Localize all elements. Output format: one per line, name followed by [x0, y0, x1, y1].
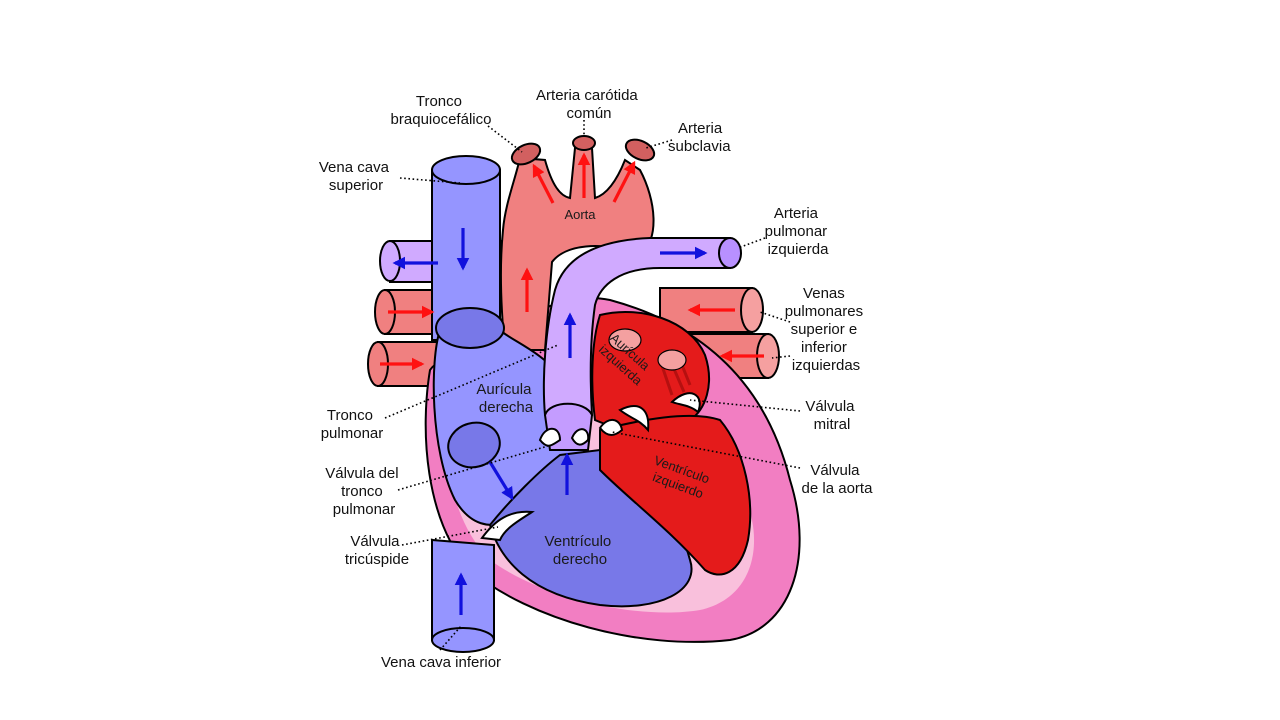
papillary-2 — [657, 349, 687, 371]
mitral-valve-2 — [670, 392, 701, 414]
label-vena-cava-inferior: Vena cava inferior — [381, 654, 501, 671]
label-arteria-pulmonar: Arteria pulmonar izquierda — [765, 205, 832, 258]
label-aorta: Aorta — [564, 207, 596, 222]
label-valvula-aorta: Válvula de la aorta — [802, 462, 874, 497]
label-valvula-mitral: Válvula mitral — [805, 398, 858, 433]
sinus-venosus-opening — [435, 307, 505, 349]
aortic-valve — [598, 419, 624, 436]
arrow-subclavia — [612, 160, 636, 203]
flow-arrows — [380, 152, 764, 615]
label-venas-pulmonares: Venas pulmonares superior e inferior izq… — [785, 285, 868, 374]
pulmonary-valve-2 — [570, 428, 590, 446]
leader-lines — [384, 120, 801, 651]
tricuspid-valve — [480, 510, 535, 542]
label-ventriculo-izquierdo: Ventrículo izquierdo — [647, 453, 715, 503]
label-arteria-carotida: Arteria carótida común — [536, 87, 642, 122]
label-vena-cava-superior: Vena cava superior — [319, 159, 393, 194]
left-ventricle — [599, 414, 752, 576]
pulmonary-valve — [538, 427, 562, 447]
label-ventriculo-derecho: Ventrículo derecho — [545, 533, 616, 568]
label-valvula-tricuspide: Válvula tricúspide — [345, 533, 409, 568]
label-auricula-derecha: Aurícula derecha — [476, 381, 535, 416]
mitral-valve — [618, 405, 650, 433]
arrow-ra-to-rv — [488, 461, 514, 501]
papillary-1 — [608, 328, 642, 352]
valves — [480, 328, 701, 542]
external-labels: Tronco braquiocefálico Arteria carótida … — [319, 87, 873, 671]
label-arteria-subclavia: Arteria subclavia — [668, 120, 731, 155]
label-tronco-braquiocefalico: Tronco braquiocefálico — [391, 93, 492, 128]
arrow-brachiocephalic — [532, 163, 555, 204]
label-valvula-tronco-pulmonar: Válvula del tronco pulmonar — [325, 465, 403, 518]
label-tronco-pulmonar: Tronco pulmonar — [321, 407, 384, 442]
inferior-vena-cava — [431, 538, 495, 653]
